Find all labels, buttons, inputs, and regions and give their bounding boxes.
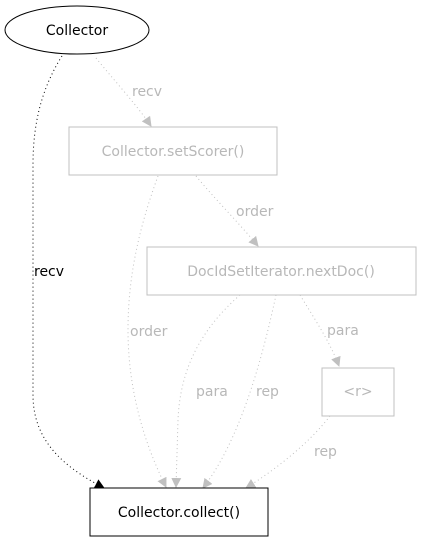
node-r-shape (321, 367, 395, 417)
edge-label-recv: recv (132, 84, 162, 100)
edge-nextdoc-to-collect-rep: rep (202, 294, 279, 489)
edge-label-recv: recv (34, 264, 64, 280)
edge-setscorer-to-collect: order (127, 175, 168, 488)
edge-label-para: para (327, 323, 359, 339)
edge-label-rep: rep (256, 384, 279, 400)
edge-collector-to-setscorer: recv (95, 57, 162, 127)
node-set-scorer-shape (68, 126, 278, 176)
edge-label-para: para (196, 384, 228, 400)
edge-line (202, 294, 277, 489)
node-collect-label: Collector.collect() (118, 505, 240, 521)
edge-label-order: order (236, 204, 274, 220)
node-next-doc[interactable]: DocIdSetIterator.nextDoc() (146, 246, 417, 296)
node-collector[interactable]: Collector (4, 5, 150, 55)
edge-nextdoc-to-collect-para: para (171, 294, 241, 488)
edge-r-to-collect: rep (245, 415, 337, 489)
node-next-doc-shape (146, 246, 417, 296)
node-r[interactable]: <r> (321, 367, 395, 417)
edge-line (95, 57, 152, 127)
edge-label-order: order (130, 324, 168, 340)
node-collector-shape (4, 5, 150, 55)
node-set-scorer-label: Collector.setScorer() (102, 144, 245, 160)
edge-label-rep: rep (314, 444, 337, 460)
node-next-doc-label: DocIdSetIterator.nextDoc() (187, 264, 375, 280)
node-set-scorer[interactable]: Collector.setScorer() (68, 126, 278, 176)
edge-line (195, 175, 259, 247)
node-collector-label: Collector (46, 23, 108, 39)
edge-line (32, 55, 105, 489)
edge-collector-to-collect: recv (32, 55, 105, 489)
edge-line (127, 175, 167, 488)
node-collect[interactable]: Collector.collect() (89, 487, 269, 537)
edge-setscorer-to-nextdoc: order (195, 175, 274, 247)
node-r-label: <r> (343, 384, 372, 400)
edge-line (171, 294, 241, 488)
edge-line (299, 294, 341, 367)
edge-nextdoc-to-r: para (299, 294, 359, 367)
node-collect-shape (89, 487, 269, 537)
